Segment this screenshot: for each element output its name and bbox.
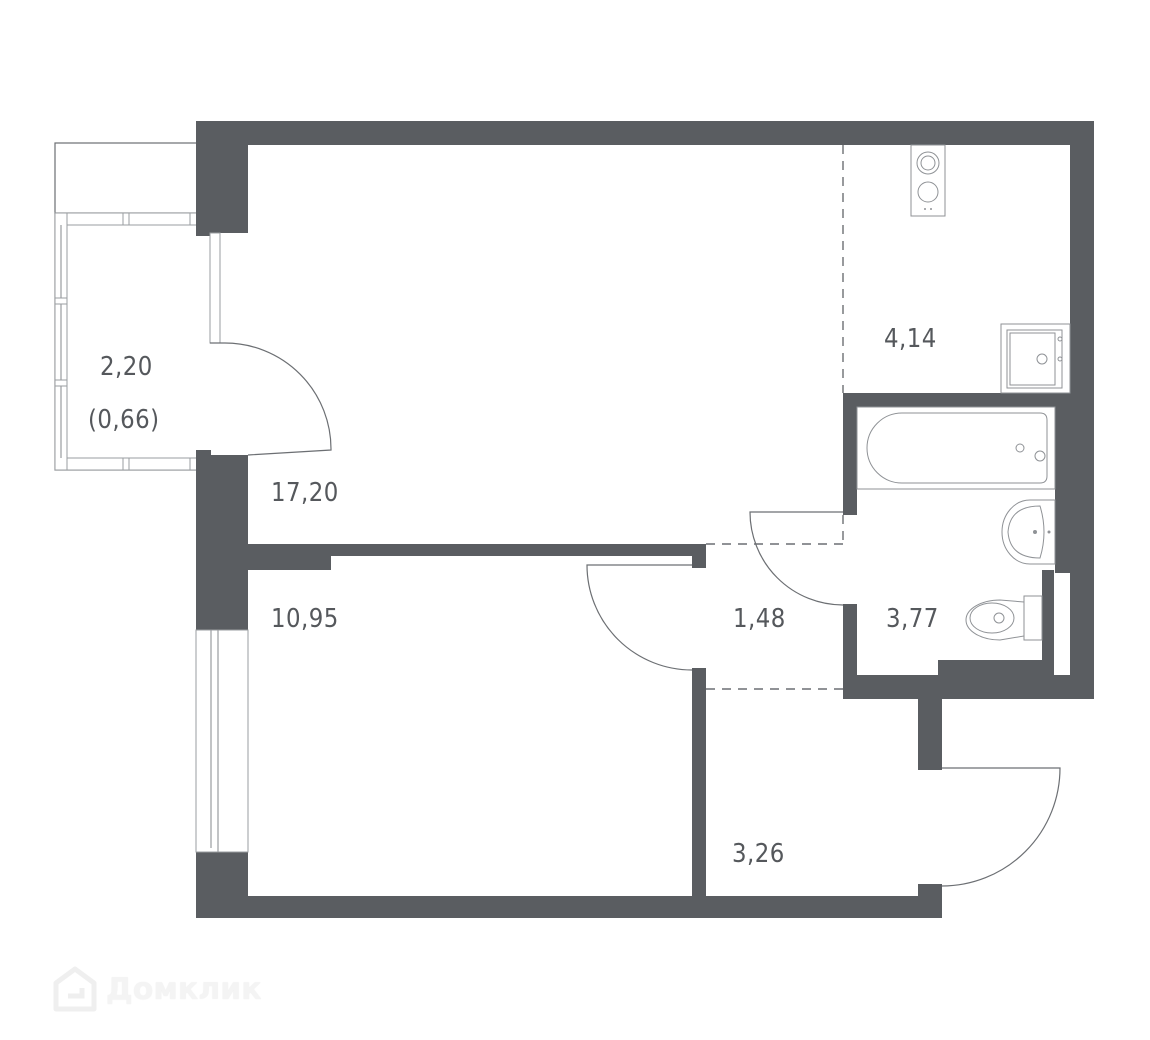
- watermark: Домклик: [52, 966, 262, 1012]
- kitchen-area-label: 4,14: [884, 324, 937, 354]
- balcony-door: [209, 232, 332, 456]
- house-logo-icon: [53, 966, 97, 1012]
- washbasin-icon: [1001, 499, 1056, 565]
- living-room-area-label: 17,20: [271, 478, 339, 508]
- cooktop-icon: [910, 144, 946, 217]
- balcony-outline: [54, 142, 198, 471]
- bathroom-door: [749, 511, 844, 606]
- entrance-door: [941, 767, 1061, 887]
- toilet-icon: [965, 595, 1043, 641]
- walls: [196, 121, 1094, 918]
- corridor-area-label: 1,48: [733, 604, 786, 634]
- bathroom-area-label: 3,77: [886, 604, 939, 634]
- balcony-sub-area-label: (0,66): [88, 405, 160, 435]
- bedroom-window: [195, 629, 249, 853]
- hallway-area-label: 3,26: [732, 839, 785, 869]
- bedroom-area-label: 10,95: [271, 604, 339, 634]
- kitchen-sink-icon: [1000, 323, 1071, 394]
- watermark-text: Домклик: [106, 971, 262, 1007]
- balcony-area-label: 2,20: [100, 352, 153, 382]
- bedroom-door: [586, 564, 693, 671]
- bathtub-icon: [856, 406, 1056, 490]
- zone-separators: [706, 145, 844, 690]
